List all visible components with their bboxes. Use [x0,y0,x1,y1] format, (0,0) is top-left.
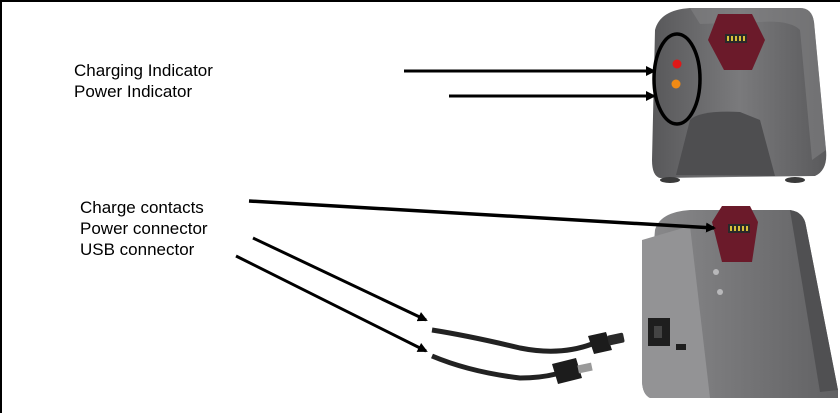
charging-indicator-led [672,59,682,69]
callout-arrows [235,66,716,353]
power-cable [431,327,593,354]
arrow-charge-contacts [248,199,716,233]
label-power-connector: Power connector [80,219,208,238]
charger-side-latch [712,206,758,262]
charger-side-shadow [790,210,838,392]
cables [431,327,625,384]
label-charging-indicator: Charging Indicator [74,61,213,80]
charger-side-view [642,206,838,398]
label-power-indicator: Power Indicator [74,82,193,101]
usb-plug-tip [577,362,593,374]
usb-cable [431,353,557,381]
charger-rear-foot-left [660,177,680,183]
charger-rear-foot-right [785,177,805,183]
charger-rear-base-recess [676,111,775,176]
usb-plug [552,358,582,384]
arrow-usb-connector [235,254,428,353]
label-usb-connector: USB connector [80,240,195,259]
charger-side-contact-pins [730,226,748,231]
label-charge-contacts: Charge contacts [80,198,204,217]
charger-rear-view [652,8,827,183]
power-indicator-led [671,79,681,89]
charger-side-led-2 [717,289,723,295]
indicator-highlight-oval [652,32,702,126]
charger-side-led-1 [713,269,719,275]
power-plug [588,332,612,354]
charger-rear-contact-pins [727,36,745,41]
charger-side-panel [642,226,710,398]
power-plug-tip [607,332,625,346]
power-port-pin [654,326,662,338]
usb-port [676,344,686,350]
arrow-power-connector [252,236,428,322]
charger-rear-highlight [690,8,826,160]
